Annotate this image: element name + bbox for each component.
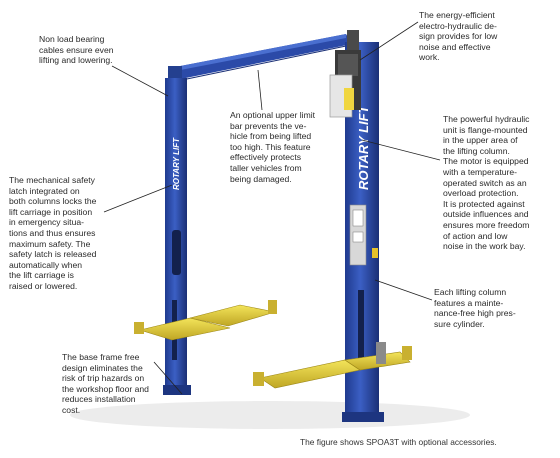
leader-hydraulic bbox=[361, 139, 441, 161]
left-column-logo: ROTARY LIFT bbox=[172, 137, 181, 190]
overhead-beam bbox=[168, 34, 352, 84]
callout-upper-limit-bar: An optional upper limit bar prevents the… bbox=[230, 110, 316, 184]
callout-base-frame: The base frame free design eliminates th… bbox=[62, 352, 149, 415]
leader-upper-limit bbox=[257, 69, 263, 111]
leader-column bbox=[374, 279, 433, 301]
callout-cables: Non load bearing cables ensure even lift… bbox=[39, 34, 114, 66]
right-column-logo: ROTARY LIFT bbox=[356, 104, 371, 190]
figure-caption: The figure shows SPOA3T with optional ac… bbox=[300, 437, 497, 447]
leader-base bbox=[153, 361, 183, 395]
callout-hydraulic-unit: The powerful hydraulic unit is flange-mo… bbox=[443, 114, 530, 252]
left-lift-arms bbox=[134, 300, 277, 341]
callout-safety-latch: The mechanical safety latch integrated o… bbox=[9, 175, 97, 291]
leader-latch bbox=[103, 184, 173, 213]
hydraulic-unit bbox=[329, 30, 361, 118]
callout-energy-efficient: The energy-efficient electro-hydraulic d… bbox=[419, 10, 498, 63]
left-column: ROTARY LIFT bbox=[163, 78, 191, 395]
callout-lifting-column: Each lifting column features a mainte- n… bbox=[434, 287, 516, 329]
leader-energy bbox=[359, 21, 419, 61]
right-lift-arms bbox=[253, 342, 412, 389]
leader-cables bbox=[111, 65, 169, 97]
leader-lines bbox=[103, 21, 441, 395]
